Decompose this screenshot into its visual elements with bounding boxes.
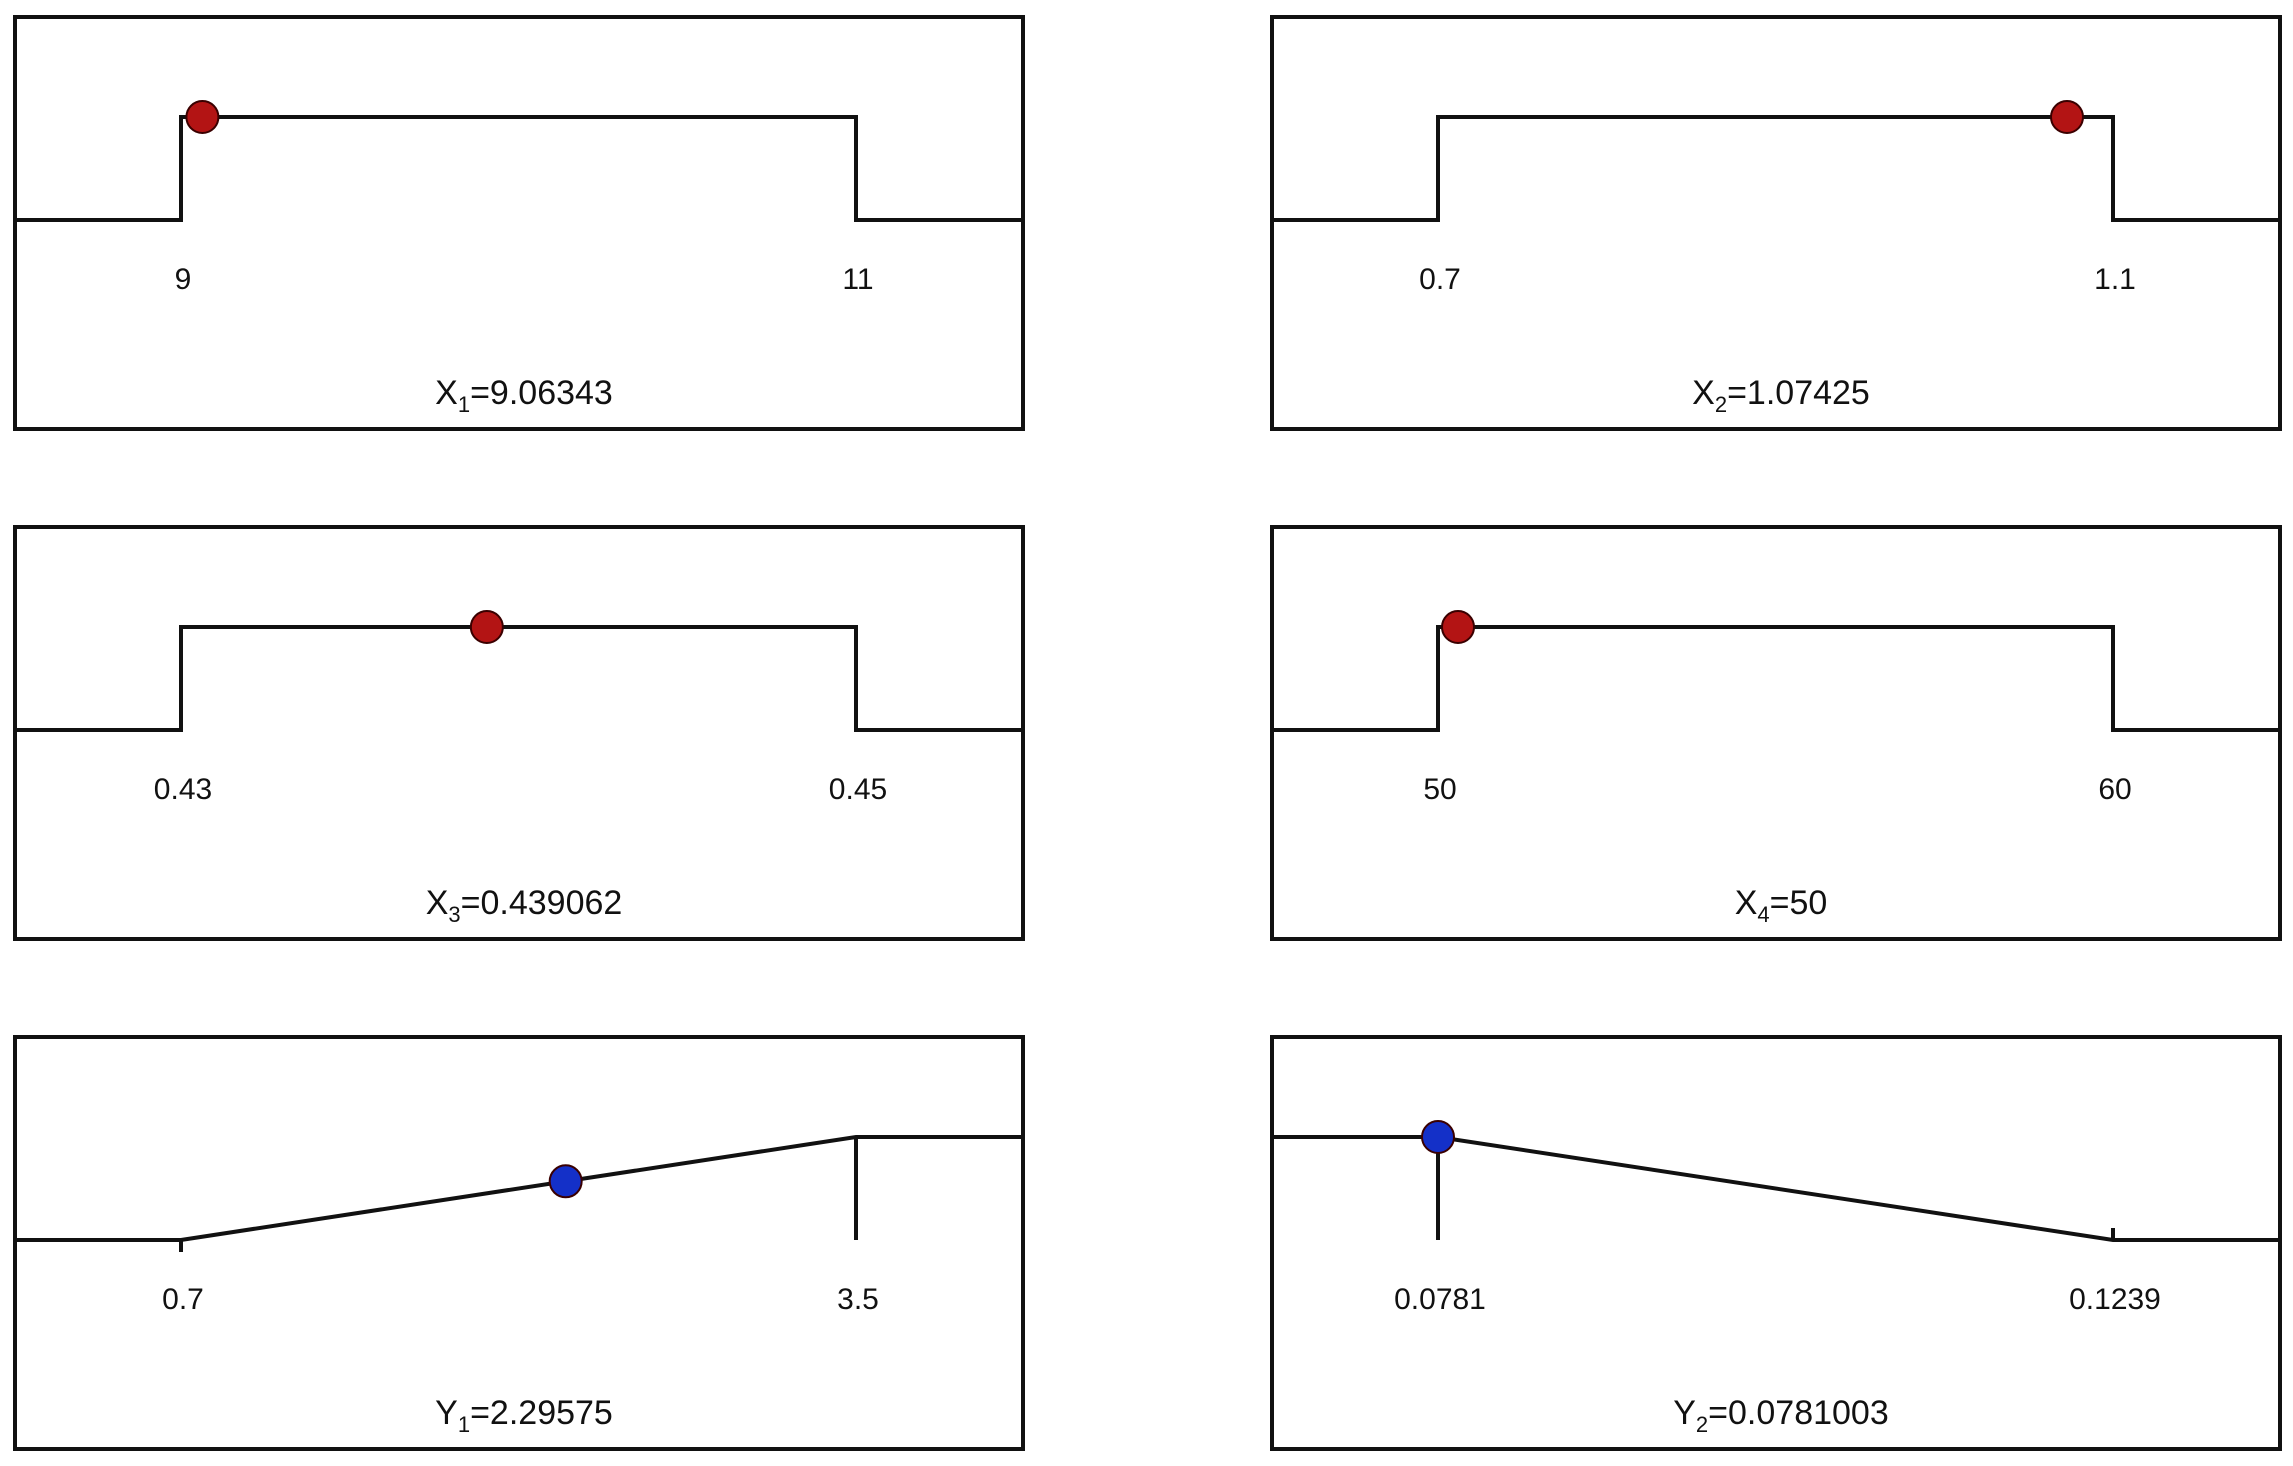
- panel-x3-caption: X3=0.439062: [426, 884, 623, 927]
- panel-x2-caption-subscript: 2: [1715, 392, 1727, 417]
- panel-y2-frame: [1270, 1035, 2282, 1451]
- panel-x2-desirability-line: [1272, 115, 2280, 222]
- panel-y2-caption-subscript: 2: [1696, 1412, 1708, 1437]
- panel-x1-low-label: 9: [175, 263, 192, 296]
- panel-y1-high-label: 3.5: [837, 1283, 879, 1316]
- panel-x2-caption-value: =1.07425: [1727, 374, 1870, 412]
- panel-x2-caption: X2=1.07425: [1692, 374, 1870, 417]
- panel-x1-caption: X1=9.06343: [435, 374, 613, 417]
- panel-x1-caption-subscript: 1: [458, 392, 470, 417]
- panel-x1-high-label: 11: [842, 263, 873, 296]
- panel-x1-frame: [13, 15, 1025, 431]
- panel-x4-caption-value: =50: [1770, 884, 1828, 922]
- panel-y1: 0.7 3.5Y1=2.29575: [13, 1035, 1025, 1451]
- panel-x4-value-marker: [1441, 610, 1475, 644]
- panel-x2: 0.7 1.1X2=1.07425: [1270, 15, 2282, 431]
- panel-x4-low-label: 50: [1423, 773, 1456, 806]
- panel-x3-desirability-line: [15, 625, 1023, 732]
- panel-y1-caption-subscript: 1: [458, 1412, 470, 1437]
- panel-y2-value-marker: [1421, 1120, 1456, 1155]
- panel-x4-caption-factor: X: [1735, 884, 1758, 922]
- panel-x2-caption-factor: X: [1692, 374, 1715, 412]
- panel-x3-low-label: 0.43: [154, 773, 212, 806]
- panel-x2-low-label: 0.7: [1419, 263, 1461, 296]
- panel-x2-high-label: 1.1: [2094, 263, 2136, 296]
- panel-y1-caption-factor: Y: [435, 1394, 458, 1432]
- panel-y1-low-label: 0.7: [162, 1283, 204, 1316]
- panel-x2-frame: [1270, 15, 2282, 431]
- panel-y2-caption-factor: Y: [1673, 1394, 1696, 1432]
- panel-y2-caption-value: =0.0781003: [1708, 1394, 1889, 1432]
- panel-y1-value-marker: [548, 1164, 583, 1199]
- panel-x4-caption-subscript: 4: [1757, 902, 1769, 927]
- panel-x1-caption-factor: X: [435, 374, 458, 412]
- panel-y1-caption: Y1=2.29575: [435, 1394, 613, 1437]
- panel-x1-caption-value: =9.06343: [470, 374, 613, 412]
- panel-x3-caption-value: =0.439062: [461, 884, 623, 922]
- panel-x3-frame: [13, 525, 1025, 941]
- panel-x4-frame: [1270, 525, 2282, 941]
- panel-y2-low-label: 0.0781: [1394, 1283, 1486, 1316]
- panel-x4-caption: X4=50: [1735, 884, 1828, 927]
- panel-x3-high-label: 0.45: [829, 773, 887, 806]
- panel-y2-caption: Y2=0.0781003: [1673, 1394, 1889, 1437]
- panel-y1-desirability-line: [15, 1135, 1023, 1242]
- panel-y1-caption-value: =2.29575: [470, 1394, 613, 1432]
- panel-x3-caption-subscript: 3: [448, 902, 460, 927]
- panel-x4-high-label: 60: [2098, 773, 2131, 806]
- panel-y2-desirability-line: [1272, 1135, 2280, 1242]
- panel-x2-value-marker: [2050, 100, 2084, 134]
- panel-x1-desirability-line: [15, 115, 1023, 222]
- panel-x3-caption-factor: X: [426, 884, 449, 922]
- panel-x4-desirability-line: [1272, 625, 2280, 732]
- panel-y2-high-label: 0.1239: [2069, 1283, 2161, 1316]
- panel-x1-value-marker: [185, 100, 220, 134]
- panel-x3-value-marker: [469, 610, 504, 644]
- panel-y1-frame: [13, 1035, 1025, 1451]
